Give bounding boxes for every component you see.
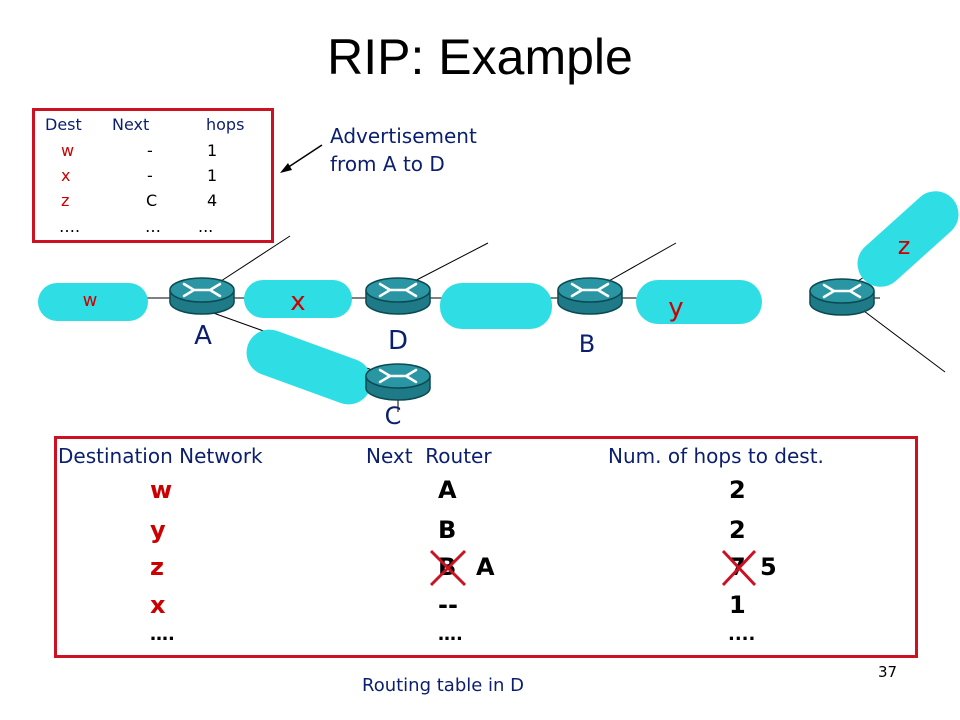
adv-header-hops: hops bbox=[206, 115, 245, 134]
arrow-head bbox=[280, 163, 292, 173]
rt-row-next-new: A bbox=[476, 553, 495, 581]
network-z bbox=[857, 191, 959, 287]
rt-row-dest: …. bbox=[150, 624, 175, 645]
arrow-line bbox=[283, 144, 323, 171]
rt-header-hops: Num. of hops to dest. bbox=[608, 444, 824, 468]
network-y bbox=[636, 280, 762, 324]
rt-row-dest: x bbox=[150, 591, 166, 619]
router-b bbox=[556, 276, 624, 316]
adv-row-hops: ... bbox=[198, 217, 214, 236]
rt-header-destination: Destination Network bbox=[58, 444, 263, 468]
adv-row-dest: …. bbox=[59, 217, 81, 236]
rt-row-dest: y bbox=[150, 516, 166, 544]
routing-table bbox=[54, 436, 918, 658]
network-x bbox=[244, 280, 352, 318]
rt-row-next: B bbox=[438, 516, 457, 544]
router-label-d: D bbox=[388, 326, 408, 356]
advertisement-caption: Advertisement from A to D bbox=[330, 122, 477, 178]
rt-row-hops: 2 bbox=[729, 476, 746, 504]
strike-out-next-router bbox=[429, 549, 467, 587]
rt-row-hops-new: 5 bbox=[760, 553, 777, 581]
router-label-c: C bbox=[385, 402, 402, 430]
network-label-x: x bbox=[290, 287, 305, 317]
adv-row-hops: 1 bbox=[207, 166, 218, 185]
adv-row-next: C bbox=[146, 191, 158, 210]
adv-row-dest: w bbox=[61, 141, 75, 160]
router-right bbox=[808, 277, 876, 317]
routing-table-caption: Routing table in D bbox=[362, 675, 525, 696]
rt-row-hops: 1 bbox=[729, 591, 746, 619]
adv-row-dest: z bbox=[61, 191, 70, 210]
adv-header-dest: Dest bbox=[45, 115, 82, 134]
advertisement-table: Dest Next hops w - 1 x - 1 z C 4 …. … ..… bbox=[32, 108, 274, 243]
link-b-up bbox=[599, 242, 677, 287]
link-a-to-box bbox=[217, 235, 291, 284]
advertisement-caption-line1: Advertisement bbox=[330, 124, 477, 148]
adv-row-hops: 1 bbox=[207, 141, 218, 160]
rt-row-dest: w bbox=[150, 476, 173, 504]
adv-row-next: … bbox=[145, 217, 161, 236]
network-between-d-b bbox=[440, 283, 552, 329]
router-label-b: B bbox=[579, 330, 595, 358]
adv-row-dest: x bbox=[61, 166, 71, 185]
router-d bbox=[364, 276, 432, 316]
rt-row-next: -- bbox=[438, 591, 458, 619]
adv-row-next: - bbox=[147, 166, 153, 185]
adv-row-next: - bbox=[147, 141, 153, 160]
link-right-down bbox=[859, 307, 946, 373]
network-label-y: y bbox=[668, 293, 683, 323]
rt-row-hops: .... bbox=[728, 624, 756, 645]
rt-row-hops: 2 bbox=[729, 516, 746, 544]
rt-row-next: A bbox=[438, 476, 457, 504]
router-c bbox=[364, 362, 432, 402]
page-number: 37 bbox=[878, 663, 898, 681]
link-d-up bbox=[404, 242, 489, 287]
adv-header-next: Next bbox=[112, 115, 150, 134]
rt-header-next-router: Next Router bbox=[366, 444, 492, 468]
router-label-a: A bbox=[194, 321, 212, 351]
slide-title: RIP: Example bbox=[327, 29, 633, 85]
network-label-z: z bbox=[898, 232, 911, 260]
network-label-w: w bbox=[83, 290, 98, 311]
network-w bbox=[38, 283, 148, 321]
rt-row-dest: z bbox=[150, 553, 164, 581]
strike-out-hops bbox=[721, 549, 757, 587]
network-a-c bbox=[246, 329, 372, 405]
rt-row-next: …. bbox=[438, 624, 463, 645]
advertisement-caption-line2: from A to D bbox=[330, 152, 445, 176]
router-a bbox=[168, 276, 236, 316]
adv-row-hops: 4 bbox=[207, 191, 218, 210]
